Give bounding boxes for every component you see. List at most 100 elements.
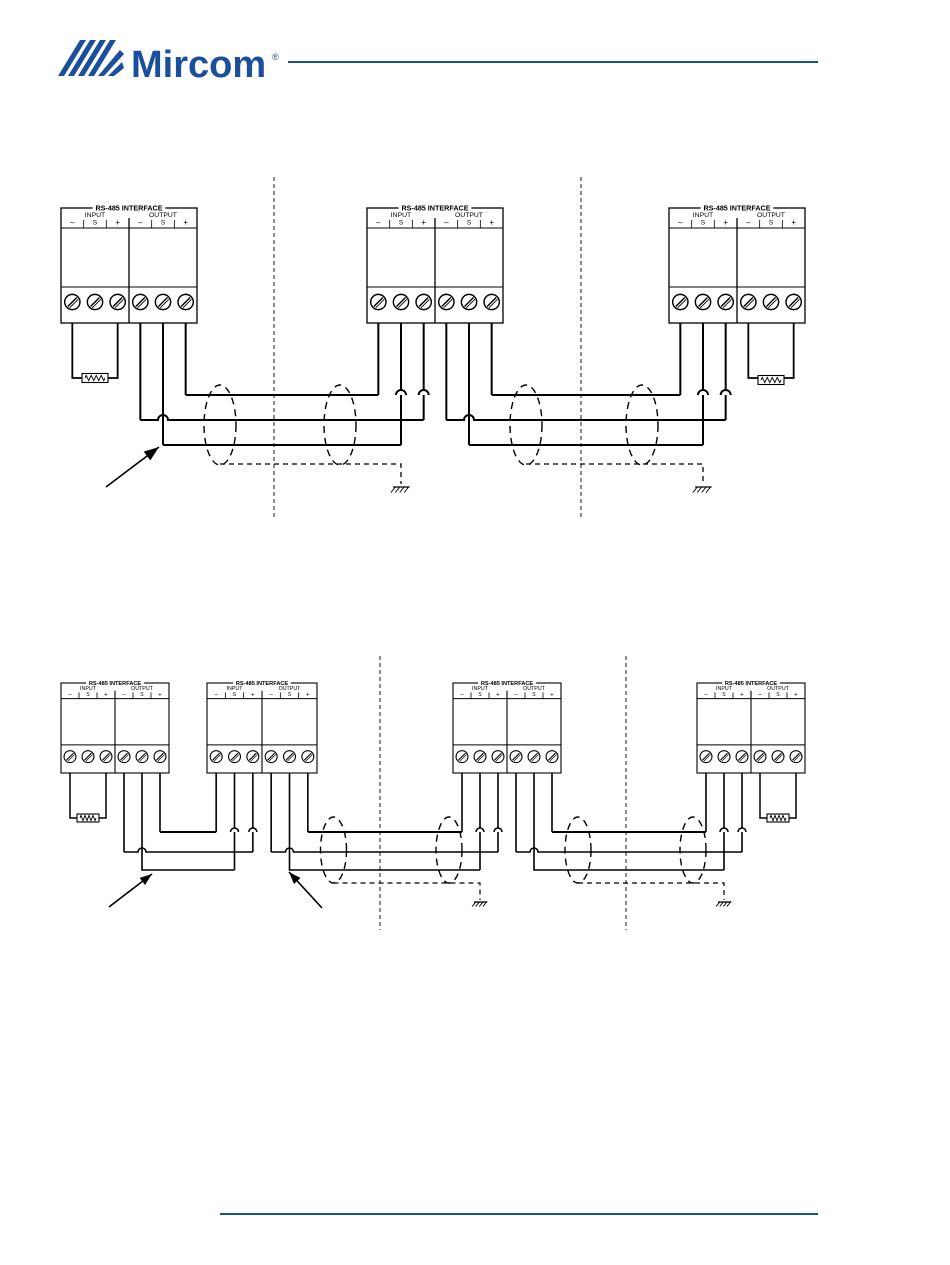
terminal-screw-icon	[153, 750, 167, 764]
module-title: RS-485 INTERFACE	[703, 204, 770, 213]
terminal-minus-label: –	[138, 218, 143, 227]
terminal-screw-icon	[369, 293, 387, 311]
terminal-minus-label: –	[746, 218, 751, 227]
wire-minus-run	[124, 847, 253, 853]
terminal-screw-icon	[63, 293, 81, 311]
shield-drain	[526, 463, 704, 484]
wire-minus-run	[516, 847, 742, 853]
terminal-minus-label: –	[460, 691, 464, 698]
output-label: OUTPUT	[149, 212, 177, 219]
wire-hop	[697, 389, 709, 396]
terminal-plus-label: +	[104, 691, 108, 698]
terminal-plus-label: +	[489, 218, 494, 227]
wire-output-run	[533, 852, 724, 871]
terminal-minus-label: –	[678, 218, 683, 227]
input-label: INPUT	[472, 686, 489, 692]
ground-hatch	[719, 901, 724, 907]
ground-hatch	[394, 486, 401, 493]
terminal-screw-icon	[671, 293, 689, 311]
ground-hatch	[701, 486, 707, 493]
wire-hop	[395, 389, 407, 396]
wire-hop	[248, 827, 258, 833]
ground-hatch	[722, 901, 728, 907]
terminal-screw-icon	[117, 750, 131, 764]
shield-drain	[220, 463, 402, 484]
terminator-wire	[69, 773, 107, 819]
terminal-shield-label: S	[478, 692, 482, 698]
wire-hop	[719, 827, 729, 833]
ground-hatch	[692, 486, 698, 493]
ground-hatch	[475, 901, 480, 907]
terminal-screw-icon	[415, 293, 433, 311]
cable-shield-icon	[435, 816, 463, 884]
terminal-plus-label: +	[791, 218, 796, 227]
resistor-zigzag	[84, 374, 106, 382]
terminator-wire	[759, 773, 797, 819]
terminal-minus-label: –	[68, 691, 72, 698]
terminal-minus-label: –	[269, 691, 273, 698]
terminal-screw-icon	[739, 293, 757, 311]
ground-hatch	[471, 901, 477, 907]
resistor-icon	[76, 813, 100, 823]
wire-hop	[493, 827, 503, 833]
module-title: RS-485 INTERFACE	[236, 681, 289, 687]
cable-shield-icon	[319, 816, 348, 884]
terminal-shield-label: S	[722, 692, 726, 698]
cable-shield-icon	[203, 384, 237, 466]
terminal-screw-icon	[81, 750, 95, 764]
terminal-screw-icon	[473, 750, 487, 764]
terminal-shield-label: S	[467, 220, 472, 227]
module-title-bg	[398, 203, 472, 212]
terminal-screw-icon	[699, 750, 713, 764]
terminal-shield-label: S	[701, 220, 706, 227]
terminal-screw-icon	[154, 293, 172, 311]
wire-hop	[417, 389, 430, 396]
ground-icon	[390, 486, 410, 493]
terminal-screw-icon	[527, 750, 541, 764]
brand-name: Mircom	[131, 44, 266, 86]
module-title: RS-485 INTERFACE	[725, 681, 778, 687]
shield-drain	[578, 882, 725, 900]
wire-output-run	[288, 852, 480, 871]
cable-shield-icon	[679, 816, 707, 884]
module-title-bg	[700, 203, 774, 212]
terminal-screw-icon	[694, 293, 712, 311]
terminal-screw-icon	[460, 293, 478, 311]
terminal-plus-label: +	[794, 691, 798, 698]
terminal-screw-icon	[282, 750, 297, 764]
terminal-plus-label: +	[183, 218, 188, 227]
terminal-screw-icon	[717, 293, 735, 311]
terminal-shield-label: S	[161, 220, 166, 227]
wire-hop	[229, 827, 240, 833]
terminal-screw-icon	[131, 293, 149, 311]
terminal-minus-label: –	[214, 691, 218, 698]
terminal-shield-label: S	[288, 692, 292, 698]
mircom-logo-icon	[58, 40, 124, 76]
ground-hatch	[403, 486, 409, 493]
module-title: RS-485 INTERFACE	[95, 204, 162, 213]
module-title: RS-485 INTERFACE	[89, 681, 142, 687]
resistor-zigzag	[769, 814, 787, 822]
terminal-screw-icon	[762, 293, 780, 311]
input-label: INPUT	[80, 686, 97, 692]
terminal-screw-icon	[789, 750, 803, 764]
cable-shield-icon	[625, 384, 659, 466]
terminal-shield-label: S	[532, 692, 536, 698]
cable-shield-icon	[564, 816, 592, 884]
ground-hatch	[726, 901, 731, 907]
output-label: OUTPUT	[455, 212, 483, 219]
module-title-bg	[86, 679, 144, 687]
terminal-shield-label: S	[93, 220, 98, 227]
terminal-screw-icon	[753, 750, 767, 764]
terminal-screw-icon	[86, 293, 104, 311]
terminal-screw-icon	[545, 750, 559, 764]
ground-hatch	[478, 901, 484, 907]
input-label: INPUT	[227, 686, 244, 692]
terminator-wire	[747, 323, 795, 379]
